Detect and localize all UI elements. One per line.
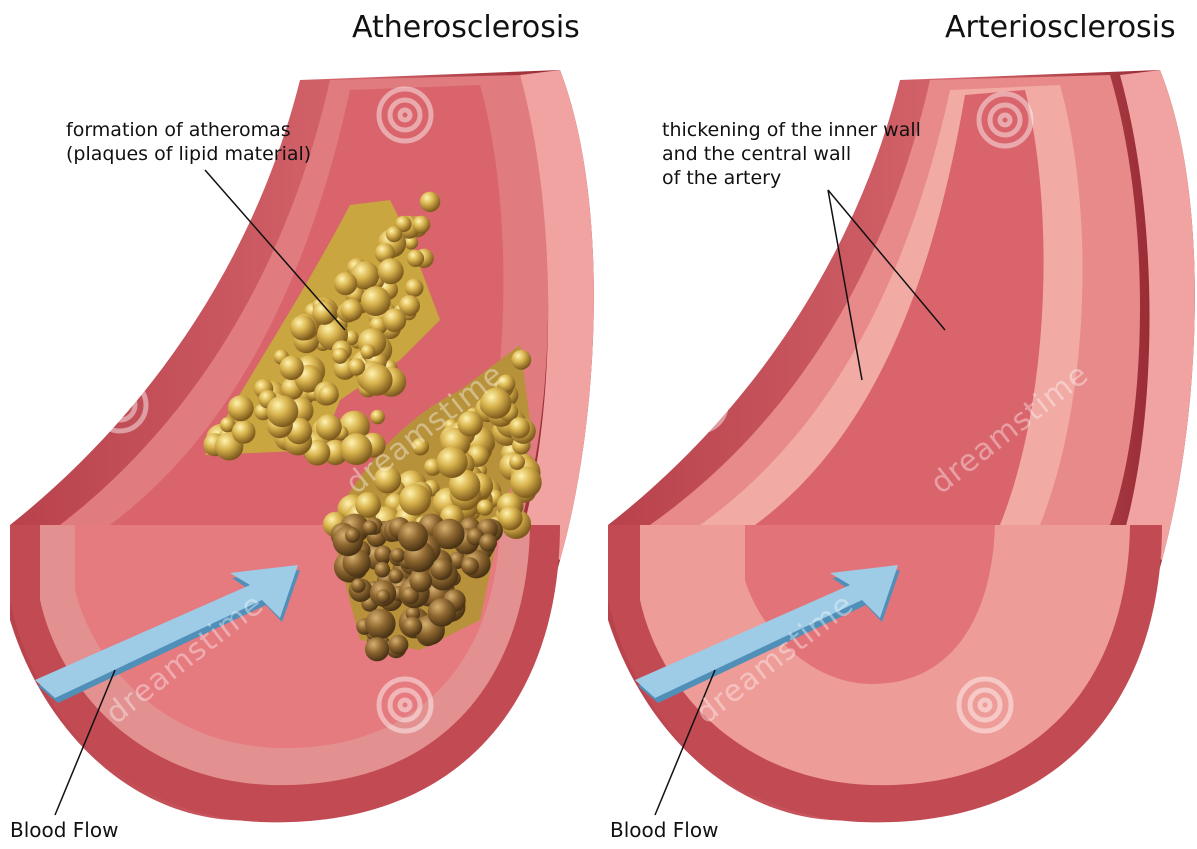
plaque-sphere xyxy=(477,500,493,516)
plaque-sphere xyxy=(370,410,385,425)
plaque-sphere xyxy=(312,301,336,325)
plaque-sphere xyxy=(361,286,391,316)
plaque-sphere xyxy=(399,484,431,516)
annotation-line: of the artery xyxy=(662,166,921,190)
plaque-sphere xyxy=(389,569,404,584)
plaque-sphere xyxy=(403,617,423,637)
plaque-sphere xyxy=(334,272,357,295)
blood-flow-label-right: Blood Flow xyxy=(610,818,718,842)
plaque-sphere xyxy=(510,467,542,499)
plaque-sphere xyxy=(351,578,365,592)
annotation-line: and the central wall xyxy=(662,142,921,166)
plaque-sphere xyxy=(461,557,479,575)
plaque-sphere xyxy=(363,520,378,535)
plaque-sphere xyxy=(361,344,376,359)
plaque-sphere xyxy=(332,348,348,364)
plaque-sphere xyxy=(409,570,432,593)
plaque-sphere xyxy=(290,315,315,340)
plaque-sphere xyxy=(267,395,299,427)
plaque-sphere xyxy=(348,358,365,375)
plaque-sphere xyxy=(383,308,407,332)
plaque-sphere xyxy=(232,420,256,444)
arteriosclerosis-title: Arteriosclerosis xyxy=(945,10,1176,45)
plaque-sphere xyxy=(389,635,409,655)
atherosclerosis-panel xyxy=(10,70,594,822)
plaque-sphere xyxy=(436,447,467,478)
atheroma-annotation: formation of atheromas (plaques of lipid… xyxy=(66,118,311,166)
blood-flow-label-left: Blood Flow xyxy=(10,818,118,842)
plaque-sphere xyxy=(413,216,431,234)
plaque-sphere xyxy=(509,454,525,470)
atherosclerosis-title: Atherosclerosis xyxy=(352,10,580,45)
plaque-sphere xyxy=(390,548,405,563)
plaque-sphere xyxy=(345,528,360,543)
plaque-sphere xyxy=(428,598,456,626)
plaque-sphere xyxy=(365,609,395,639)
plaque-sphere xyxy=(398,521,428,551)
plaque-sphere xyxy=(340,299,362,321)
plaque-sphere xyxy=(509,417,530,438)
annotation-line: thickening of the inner wall xyxy=(662,118,921,142)
spiral-icon xyxy=(674,379,726,431)
plaque-sphere xyxy=(318,385,338,405)
plaque-sphere xyxy=(361,364,393,396)
plaque-sphere xyxy=(375,562,391,578)
plaque-sphere xyxy=(279,356,303,380)
plaque-sphere xyxy=(434,519,464,549)
plaque-sphere xyxy=(228,395,254,421)
plaque-sphere xyxy=(511,350,531,370)
plaque-sphere xyxy=(405,279,423,297)
plaque-sphere xyxy=(374,546,392,564)
plaque-sphere xyxy=(365,637,389,661)
annotation-line: (plaques of lipid material) xyxy=(66,142,311,166)
plaque-sphere xyxy=(407,250,424,267)
plaque-sphere xyxy=(386,226,402,242)
wall-thickening-annotation: thickening of the inner wall and the cen… xyxy=(662,118,921,190)
plaque-sphere xyxy=(479,534,497,552)
annotation-line: formation of atheromas xyxy=(66,118,311,142)
plaque-sphere xyxy=(420,192,440,212)
plaque-sphere xyxy=(378,258,404,284)
plaque-sphere xyxy=(316,414,342,440)
plaque-sphere xyxy=(376,589,390,603)
